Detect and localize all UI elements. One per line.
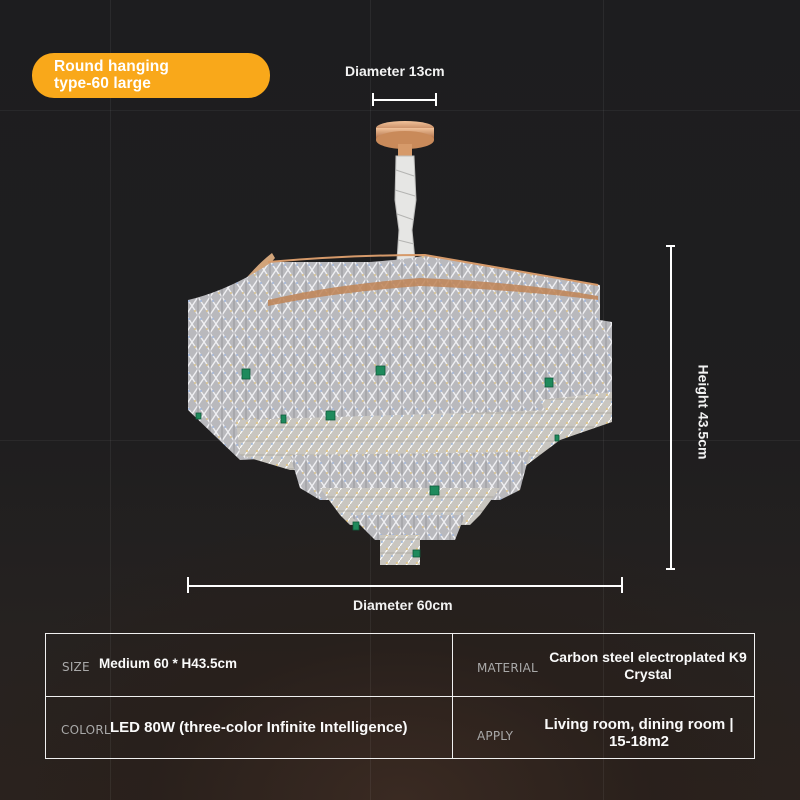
ceiling-canopy [376,121,434,156]
size-value: Medium 60 * H43.5cm [99,656,238,671]
top-diameter-label: Diameter 13cm [345,63,445,79]
height-tick-bottom [666,568,675,570]
spec-row: SIZE Medium 60 * H43.5cm MATERIAL Carbon… [46,634,754,697]
product-type-badge: Round hanging type-60 large [32,53,270,98]
spec-cell-apply: APPLY Living room, dining room | 15-18m2 [453,697,755,759]
spec-cell-color: COLORL LED 80W (three-color Infinite Int… [46,697,453,759]
chandelier-image [188,121,612,565]
background-gridline [0,110,800,111]
material-label: MATERIAL [477,661,538,675]
background-gridline [110,0,111,800]
emerald-gems [195,365,560,558]
height-tick-top [666,245,675,247]
bottom-diameter-tick-left [187,577,189,593]
bottom-diameter-label: Diameter 60cm [353,597,453,613]
height-line [670,245,672,569]
top-diameter-tick-right [435,93,437,106]
material-value-line-2: Crystal [624,666,672,682]
size-label: SIZE [62,660,90,674]
top-diameter-line [372,99,436,101]
badge-line-1: Round hanging [54,58,169,75]
spec-table: SIZE Medium 60 * H43.5cm MATERIAL Carbon… [45,633,755,759]
bottom-diameter-line [187,585,622,587]
apply-value-line-1: Living room, dining room | [544,716,734,733]
top-diameter-tick-left [372,93,374,106]
apply-label: APPLY [477,729,514,743]
material-value: Carbon steel electroplated K9 Crystal [543,649,753,683]
badge-line-2: type-60 large [54,75,151,92]
spec-cell-material: MATERIAL Carbon steel electroplated K9 C… [453,634,755,696]
apply-value-line-2: 15-18m2 [608,733,670,750]
spec-cell-size: SIZE Medium 60 * H43.5cm [46,634,453,696]
color-label: COLORL [61,723,111,737]
apply-value: Living room, dining room | 15-18m2 [531,716,747,750]
color-value: LED 80W (three-color Infinite Intelligen… [110,719,408,736]
bottom-diameter-tick-right [621,577,623,593]
material-value-line-1: Carbon steel electroplated K9 [549,649,747,665]
spec-row: COLORL LED 80W (three-color Infinite Int… [46,697,754,759]
